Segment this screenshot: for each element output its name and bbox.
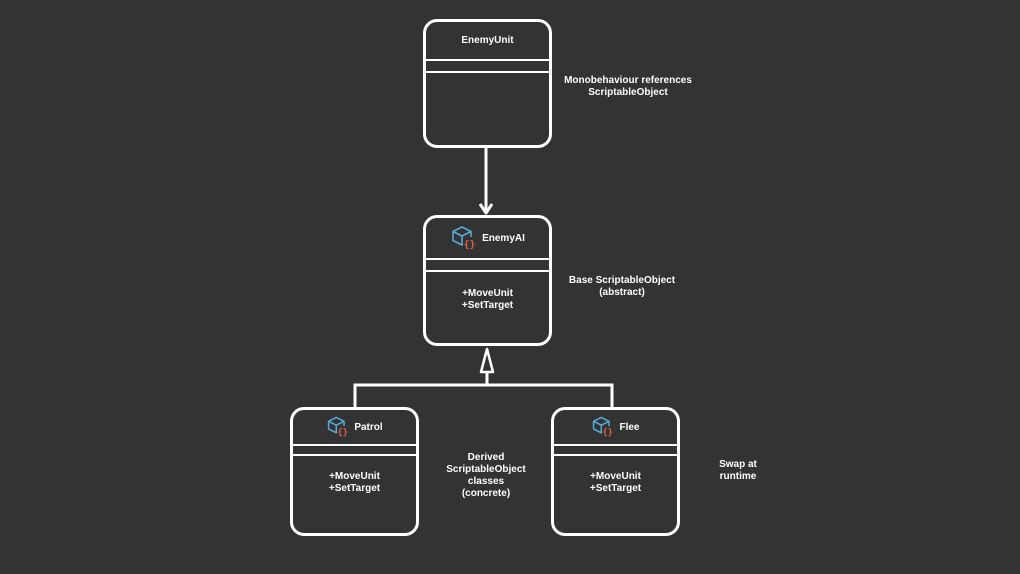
class-name: Patrol [354,421,383,433]
association-arrowhead [478,203,494,215]
divider [426,59,549,61]
method-set-target: +SetTarget [589,483,642,494]
method-list: +MoveUnit +SetTarget [426,288,549,312]
divider [554,444,677,446]
method-set-target: +SetTarget [461,300,514,311]
divider [426,270,549,272]
divider [293,454,416,456]
method-move-unit: +MoveUnit [329,471,380,482]
divider [293,444,416,446]
inheritance-triangle [479,347,495,374]
divider [554,454,677,456]
svg-text:{}: {} [338,428,348,438]
class-box-flee: {} Flee +MoveUnit +SetTarget [551,407,680,536]
method-move-unit: +MoveUnit [462,288,513,299]
class-name: EnemyAI [482,232,525,244]
svg-text:{}: {} [603,428,613,438]
inheritance-bar [353,383,614,407]
divider [426,258,549,260]
method-list: +MoveUnit +SetTarget [554,471,677,495]
class-header: EnemyUnit [426,22,549,59]
class-box-patrol: {} Patrol +MoveUnit +SetTarget [290,407,419,536]
class-header: {} Patrol [293,410,416,444]
note-enemy-ai: Base ScriptableObject (abstract) [568,275,676,298]
class-box-enemy-unit: EnemyUnit [423,19,552,148]
class-name: Flee [619,421,640,433]
scriptable-object-icon: {} [591,414,615,441]
method-set-target: +SetTarget [328,483,381,494]
note-swap: Swap at runtime [719,459,757,482]
method-list: +MoveUnit +SetTarget [293,471,416,495]
class-name: EnemyUnit [461,35,514,46]
class-header: {} EnemyAI [426,218,549,258]
class-header: {} Flee [554,410,677,444]
svg-text:{}: {} [464,239,476,250]
scriptable-object-icon: {} [326,414,350,441]
scriptable-object-icon: {} [450,223,478,254]
divider [426,71,549,73]
class-box-enemy-ai: {} EnemyAI +MoveUnit +SetTarget [423,215,552,346]
note-enemy-unit: Monobehaviour references ScriptableObjec… [564,75,692,98]
note-derived: Derived ScriptableObject classes (concre… [446,452,526,499]
method-move-unit: +MoveUnit [590,471,641,482]
